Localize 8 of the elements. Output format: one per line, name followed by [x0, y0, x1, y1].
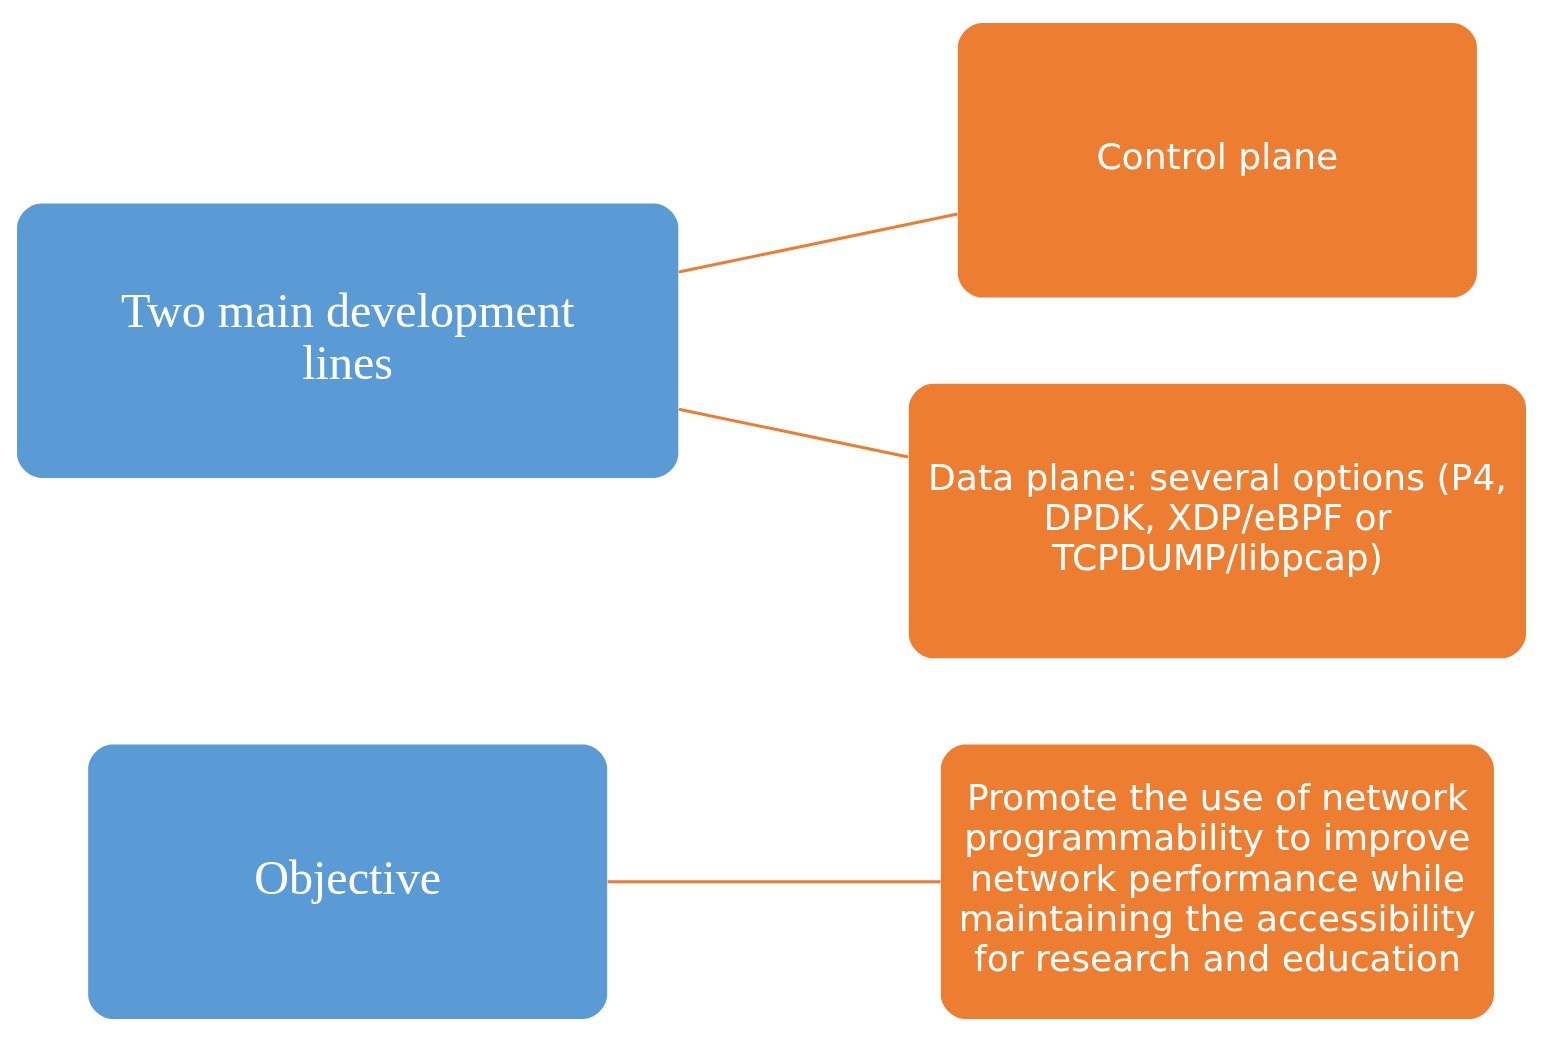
node-box: Data plane: several options (P4, DPDK, XDP/eBPF or TCPDUMP/libpcap): [908, 383, 1526, 658]
node-box: Objective: [87, 743, 607, 1019]
node-box: Two main development lines: [16, 202, 678, 478]
node-box: Control plane: [957, 22, 1477, 298]
node-box: Promote the use of network programmability to improve network performance while maintaining the accessibility for research and education: [940, 743, 1494, 1019]
connector: [678, 212, 958, 274]
connector: [607, 879, 940, 883]
connector: [678, 407, 908, 458]
